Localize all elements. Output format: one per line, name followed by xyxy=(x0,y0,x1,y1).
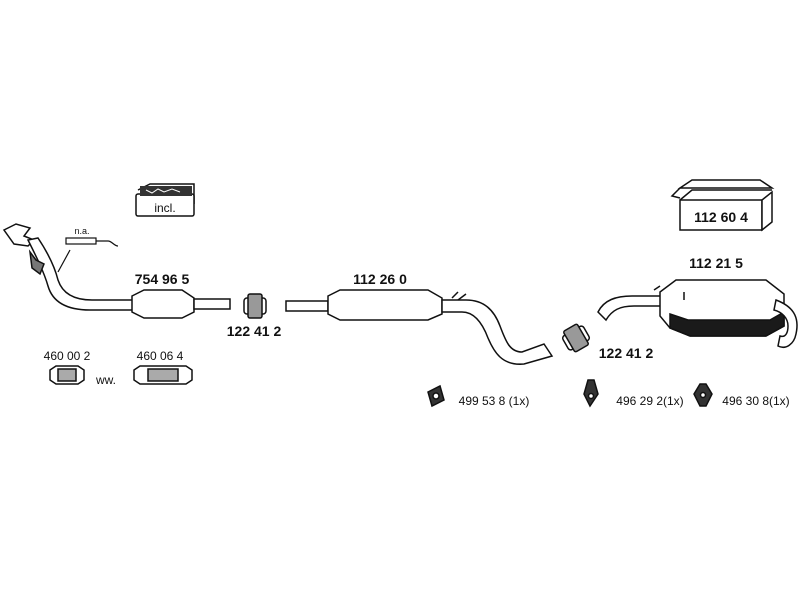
clamp-rear-part-number: 122 41 2 xyxy=(599,345,654,361)
tail-pipe xyxy=(773,298,798,348)
hanger-2-part-number: 496 29 2(1x) xyxy=(616,394,683,408)
included-kit-box xyxy=(135,183,195,217)
middle-silencer-part-number: 112 26 0 xyxy=(353,271,407,287)
hanger-3-icon xyxy=(693,383,713,407)
gasket-b-icon xyxy=(133,365,193,385)
sensor-body xyxy=(65,237,97,245)
hanger-2-icon xyxy=(583,379,599,408)
flex-joint xyxy=(28,249,45,276)
clamp-rear-icon xyxy=(561,323,591,353)
rear-inlet-pipe xyxy=(597,295,671,322)
box-top-flap xyxy=(677,179,775,189)
gasket-a-icon xyxy=(49,365,85,385)
manifold-flange xyxy=(2,223,36,247)
sensor-pointer-line xyxy=(57,249,71,273)
cat-outlet-pipe xyxy=(193,298,231,310)
sensor-wire xyxy=(96,240,119,247)
front-pipe xyxy=(26,237,137,311)
rear-silencer-part-number: 112 21 5 xyxy=(689,255,743,271)
hanger-1-part-number: 499 53 8 (1x) xyxy=(459,394,530,408)
hanger-1-icon xyxy=(427,384,445,408)
gasket-b-part-number: 460 06 4 xyxy=(137,349,184,363)
rear-silencer-shade xyxy=(669,310,785,337)
incl-label: incl. xyxy=(154,201,175,215)
clamp-front-icon xyxy=(243,293,267,319)
clamp-front-part-number: 122 41 2 xyxy=(227,323,282,339)
lambda-sensor xyxy=(57,237,119,273)
catalytic-converter xyxy=(131,289,195,319)
middle-silencer xyxy=(285,289,554,365)
front-pipe-part-number: 754 96 5 xyxy=(135,271,190,287)
mounting-kit-part-number: 112 60 4 xyxy=(694,209,748,225)
middle-silencer-body xyxy=(327,289,443,321)
ww-label: ww. xyxy=(95,373,116,387)
middle-inlet-pipe xyxy=(285,300,329,312)
front-pipe-with-catalyst xyxy=(2,223,231,319)
mounting-kit-box xyxy=(670,179,775,232)
gasket-a-part-number: 460 00 2 xyxy=(44,349,91,363)
rear-silencer xyxy=(597,279,798,348)
middle-outlet-pipe xyxy=(441,299,554,365)
hanger-3-part-number: 496 30 8(1x) xyxy=(722,394,789,408)
not-available-label: n.a. xyxy=(74,226,89,236)
box-side xyxy=(761,190,773,232)
